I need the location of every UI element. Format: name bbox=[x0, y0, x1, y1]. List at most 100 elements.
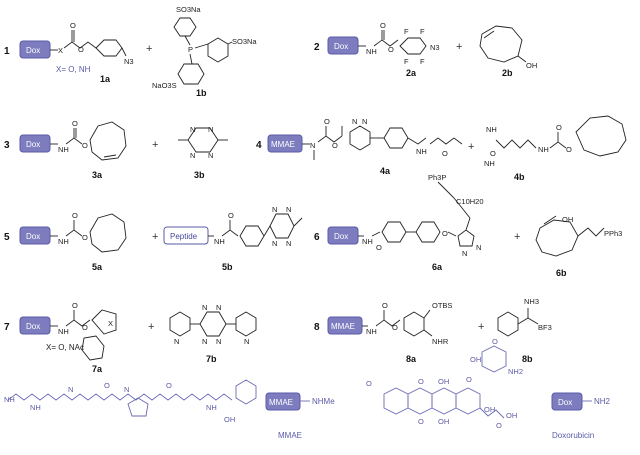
entry-number: 4 bbox=[256, 140, 262, 151]
mmae-caption: MMAE bbox=[278, 431, 302, 440]
cyclooctyne-ring bbox=[535, 219, 579, 257]
carbonyl-o: O bbox=[72, 301, 78, 310]
plus-sign: + bbox=[146, 43, 152, 55]
entry-4: 4 MMAE N O O N N NH O 4a + NH NH O NH O … bbox=[256, 115, 627, 182]
entry-number: 5 bbox=[4, 232, 10, 243]
pyrrolidine-ring bbox=[127, 397, 149, 417]
ph3p-group: Ph3P bbox=[428, 173, 446, 182]
entry-3: 3 Dox NH O O 3a + N N N N 3b bbox=[4, 119, 228, 180]
ester-o: O bbox=[332, 141, 338, 150]
dox-box bbox=[327, 226, 359, 245]
entry-6: 6 Dox NH O O N N Ph3P C10H20 6a + OH PPh… bbox=[314, 173, 622, 278]
phosphorus: P bbox=[188, 45, 193, 54]
compound-label-8a: 8a bbox=[406, 354, 417, 364]
fluorine: F bbox=[420, 27, 425, 36]
naso3s-bottom: NaO3S bbox=[152, 81, 177, 90]
so3na-top: SO3Na bbox=[176, 5, 201, 14]
nh-atom: NH bbox=[366, 47, 377, 56]
dox-box bbox=[19, 316, 51, 335]
nh-atom: NH bbox=[538, 145, 549, 154]
carbonyl-o: O bbox=[380, 21, 386, 30]
ring-n: N bbox=[286, 239, 291, 248]
compound-label-2a: 2a bbox=[406, 68, 417, 78]
doxorubicin-structure: O O O OH OH O O OH NH2 OH O OH bbox=[366, 337, 523, 430]
otbs-group: OTBS bbox=[432, 301, 452, 310]
ring-n: N bbox=[462, 249, 467, 258]
carbonyl-o: O bbox=[228, 211, 234, 220]
carbonyl-o: O bbox=[70, 21, 76, 30]
benzene-ring bbox=[95, 39, 123, 57]
ester-o: O bbox=[82, 323, 88, 332]
compound-label-4a: 4a bbox=[380, 166, 391, 176]
tetrafluoro-ring bbox=[399, 37, 427, 55]
ring-n: N bbox=[190, 125, 195, 134]
ring-n: N bbox=[208, 151, 213, 160]
benzene-ring bbox=[239, 225, 265, 247]
nh-atom: NH bbox=[362, 237, 373, 246]
benzo-ring bbox=[81, 335, 105, 361]
ring-n: N bbox=[286, 205, 291, 214]
mmae-structure: NH NH N O N O NH OH bbox=[4, 379, 257, 424]
cyclooctene-ring bbox=[575, 115, 627, 157]
aryl-ring-top bbox=[173, 17, 197, 37]
n-atom: NH bbox=[30, 403, 41, 412]
bf3-group: BF3 bbox=[538, 323, 552, 332]
compound-label-4b: 4b bbox=[514, 172, 525, 182]
hydroxyl: OH bbox=[526, 61, 537, 70]
fluorine: F bbox=[420, 57, 425, 66]
entry-2: 2 Dox NH O O F F F F N3 2a + OH 2b bbox=[314, 21, 537, 78]
hydroxyl: OH bbox=[224, 415, 235, 424]
compound-label-6a: 6a bbox=[432, 262, 443, 272]
ester-o: O bbox=[82, 141, 88, 150]
nhr-group: NHR bbox=[432, 337, 449, 346]
phenol-oh: OH bbox=[438, 377, 449, 386]
ester-o: O bbox=[566, 145, 572, 154]
compound-label-7b: 7b bbox=[206, 354, 217, 364]
tetrazine-ring bbox=[199, 311, 227, 337]
tertiary-oh: OH bbox=[484, 405, 495, 414]
ring-n: N bbox=[216, 303, 221, 312]
mmae-box bbox=[327, 316, 363, 335]
daunosamine-ring bbox=[481, 345, 507, 373]
entry-number: 7 bbox=[4, 322, 10, 333]
aryl-ring-bottom bbox=[177, 63, 205, 85]
n-atom: NH bbox=[206, 403, 217, 412]
nh3-group: NH3 bbox=[524, 297, 539, 306]
carbonyl-o: O bbox=[556, 123, 562, 132]
benzene-ring bbox=[415, 221, 441, 243]
ring-n: N bbox=[202, 337, 207, 346]
ester-o: O bbox=[392, 323, 398, 332]
benzene-ring bbox=[403, 311, 425, 337]
mmae-box-label: MMAE bbox=[331, 322, 355, 331]
plus-sign: + bbox=[148, 321, 154, 333]
mmae-box bbox=[265, 392, 301, 411]
carbonyl-o: O bbox=[324, 117, 330, 126]
ring-n: N bbox=[272, 205, 277, 214]
azide-group: N3 bbox=[430, 43, 440, 52]
ring-n: N bbox=[352, 117, 357, 126]
tetrazine-ring bbox=[269, 213, 295, 239]
n-atom: NH bbox=[4, 395, 15, 404]
x-definition-note: X= O, NH bbox=[56, 65, 91, 74]
ring-n: N bbox=[476, 243, 481, 252]
mmae-box-label: MMAE bbox=[271, 140, 295, 149]
carbonyl-o: O bbox=[490, 149, 496, 158]
methoxy-o: O bbox=[104, 381, 110, 390]
dox-box bbox=[551, 392, 583, 411]
nh-atom: NH bbox=[486, 125, 497, 134]
pyridine-n: N bbox=[244, 337, 249, 346]
carbonyl-o: O bbox=[376, 243, 382, 252]
nhme-group: NHMe bbox=[312, 397, 335, 406]
mmae-box-label: MMAE bbox=[269, 398, 293, 407]
nh-atom: NH bbox=[484, 159, 495, 168]
tetrazine-ring bbox=[349, 125, 371, 151]
pyridine-ring-right bbox=[235, 311, 257, 337]
phenyl-ring bbox=[235, 379, 257, 405]
entry-8: 8 MMAE NH O O OTBS NHR 8a + NH3 BF3 8b bbox=[314, 297, 552, 364]
entry-5: 5 Dox NH O O 5a + Peptide NH O N N N N 5… bbox=[4, 205, 303, 272]
ring-n: N bbox=[272, 239, 277, 248]
ester-o: O bbox=[388, 45, 394, 54]
dox-box-label: Dox bbox=[26, 322, 40, 331]
pyridine-n: N bbox=[174, 337, 179, 346]
nh-atom: NH bbox=[366, 327, 377, 336]
